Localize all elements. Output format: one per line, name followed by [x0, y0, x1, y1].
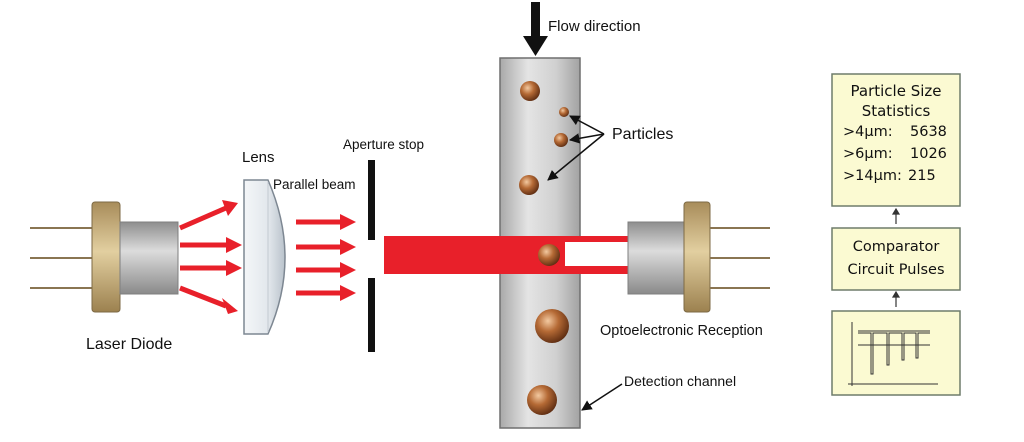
stat-row-label: >6μm: — [843, 146, 893, 162]
comparator-box — [831, 227, 961, 291]
particles — [519, 81, 569, 415]
beam-inner-gap — [565, 242, 628, 266]
pulse-plot-box — [831, 310, 961, 396]
parallel-beam-label: Parallel beam — [273, 177, 356, 192]
stat-row-value: 5638 — [910, 124, 947, 140]
particle — [554, 133, 568, 147]
stat-row-label: >4μm: — [843, 124, 893, 140]
laser-diode — [30, 201, 179, 313]
comparator-line1: Comparator — [852, 239, 940, 255]
diverging-laser-arrows — [179, 200, 242, 314]
particle — [519, 175, 539, 195]
particle — [535, 309, 569, 343]
parallel-beam-arrows — [296, 214, 356, 301]
particle — [538, 244, 560, 266]
particle — [527, 385, 557, 415]
particle — [559, 107, 569, 117]
lens-label: Lens — [242, 149, 275, 166]
aperture-stop-label: Aperture stop — [343, 137, 425, 152]
stats-title-line2: Statistics — [861, 102, 931, 120]
flow-direction-arrow — [523, 2, 548, 56]
stats-box — [831, 73, 961, 207]
aperture-stop — [368, 160, 375, 352]
up-arrows — [891, 207, 901, 307]
pulse-plot — [848, 322, 938, 386]
pointer-arrows — [547, 115, 623, 411]
optoelectronic-reception-label: Optoelectronic Reception — [600, 323, 763, 339]
stat-row-value: 215 — [908, 168, 936, 184]
particles-label: Particles — [612, 126, 674, 143]
particle — [520, 81, 540, 101]
laser-diode-label: Laser Diode — [86, 336, 173, 353]
photodetector — [627, 201, 770, 313]
lens — [243, 179, 286, 335]
flow-direction-label: Flow direction — [548, 18, 641, 35]
stat-row-value: 1026 — [910, 146, 947, 162]
stat-row-label: >14μm: — [843, 168, 902, 184]
detection-channel-label: Detection channel — [624, 373, 737, 389]
comparator-line2: Circuit Pulses — [847, 262, 945, 278]
stats-title-line1: Particle Size — [850, 82, 942, 100]
